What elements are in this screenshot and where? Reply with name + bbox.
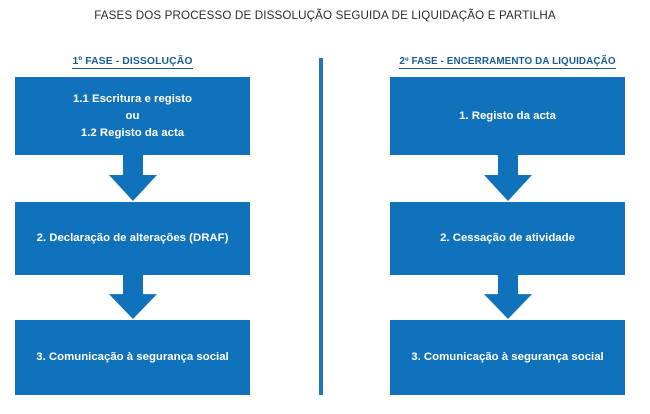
- column-header-label-fase-1: 1º FASE - DISSOLUÇÃO: [72, 56, 193, 69]
- flow-box-text-line: 1.1 Escritura e registo: [72, 92, 193, 105]
- connector-wrap: [390, 155, 625, 202]
- flow-box-step-1-2[interactable]: 2. Declaração de alterações (DRAF): [15, 202, 250, 275]
- down-arrow-icon: [108, 275, 157, 320]
- flow-box-step-2-1[interactable]: 1. Registo da acta: [390, 77, 625, 155]
- flow-box-text-line: 1.2 Registo da acta: [80, 126, 185, 139]
- column-divider: [319, 58, 323, 395]
- flow-column-fase-1: 1º FASE - DISSOLUÇÃO 1.1 Escritura e reg…: [15, 55, 250, 395]
- flow-box-step-1-1[interactable]: 1.1 Escritura e registo ou 1.2 Registo d…: [15, 77, 250, 155]
- connector-wrap: [15, 275, 250, 320]
- connector-wrap: [390, 275, 625, 320]
- flow-box-step-2-2[interactable]: 2. Cessação de atividade: [390, 202, 625, 275]
- down-arrow-icon: [483, 155, 532, 201]
- page-title: FASES DOS PROCESSO DE DISSOLUÇÃO SEGUIDA…: [94, 9, 556, 22]
- down-arrow-icon: [483, 275, 532, 320]
- flow-box-step-2-3[interactable]: 3. Comunicação à segurança social: [390, 320, 625, 395]
- flow-box-step-1-3[interactable]: 3. Comunicação à segurança social: [15, 320, 250, 395]
- column-header-fase-2: 2º FASE - ENCERRAMENTO DA LIQUIDAÇÃO: [390, 55, 625, 71]
- flow-box-text-line: 3. Comunicação à segurança social: [411, 351, 604, 363]
- down-arrow-icon: [108, 155, 157, 201]
- flow-column-fase-2: 2º FASE - ENCERRAMENTO DA LIQUIDAÇÃO 1. …: [390, 55, 625, 395]
- flow-box-text-line: 2. Declaração de alterações (DRAF): [36, 232, 229, 244]
- column-header-label-fase-2: 2º FASE - ENCERRAMENTO DA LIQUIDAÇÃO: [399, 56, 616, 69]
- flow-box-text-line: ou: [125, 109, 140, 122]
- connector-wrap: [15, 155, 250, 202]
- column-header-fase-1: 1º FASE - DISSOLUÇÃO: [15, 55, 250, 71]
- flow-box-text-line: 3. Comunicação à segurança social: [36, 351, 229, 363]
- flow-box-text-line: 2. Cessação de atividade: [440, 232, 575, 244]
- flow-box-text-line: 1. Registo da acta: [459, 109, 556, 122]
